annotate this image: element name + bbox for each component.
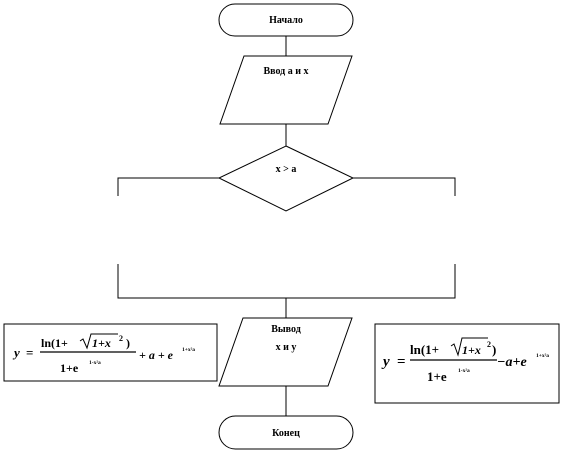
- start-terminator: Начало: [218, 3, 354, 37]
- condition-label: x > a: [276, 164, 297, 175]
- formula-right-under-root: 1+x: [462, 343, 481, 357]
- input-label: Ввод a и x: [263, 66, 308, 77]
- formula-right-close: ): [492, 342, 496, 357]
- formula-left-exp2: 2: [119, 334, 123, 343]
- output-label-line1: Вывод: [271, 324, 301, 335]
- formula-left-close: ): [126, 336, 130, 350]
- formula-left-y: y: [12, 345, 20, 360]
- formula-right-tail: −a+e: [497, 355, 527, 370]
- branch-left-top: [117, 177, 219, 196]
- formula-right-y: y: [381, 354, 390, 370]
- output-block: Вывод x и y: [218, 317, 353, 387]
- formula-right-exp2: 2: [487, 340, 491, 349]
- formula-right-tail-exp: 1+x²a: [536, 353, 549, 359]
- branch-right-top: [353, 177, 456, 196]
- formula-left-ln-open: ln(1+: [41, 336, 68, 350]
- output-shape: [218, 317, 353, 387]
- formula-left-eq: =: [26, 345, 33, 360]
- connector-lines: [117, 36, 456, 416]
- formula-left-den-exp: 1-x²a: [89, 360, 101, 366]
- formula-left-den-base: 1+e: [60, 361, 79, 375]
- formula-right-box: [374, 323, 560, 404]
- input-shape: [219, 55, 353, 125]
- end-shape: [218, 415, 354, 450]
- merge-line: [117, 264, 456, 299]
- output-label-line2: x и y: [276, 342, 297, 353]
- formula-left-sqrt-icon: [79, 333, 118, 350]
- start-label: Начало: [269, 15, 303, 26]
- formula-right: y = ln(1+ 1+x 2 ) 1+e 1-x²a −a+e 1+x²a: [374, 323, 560, 404]
- end-terminator: Конец: [218, 415, 354, 450]
- formula-right-eq: =: [397, 354, 406, 370]
- formula-left-under-root: 1+x: [92, 336, 111, 350]
- formula-right-den-exp: 1-x²a: [458, 368, 470, 374]
- end-label: Конец: [272, 428, 300, 439]
- formula-left-tail-exp: 1+x²a: [182, 347, 195, 353]
- formula-right-den-base: 1+e: [427, 369, 447, 384]
- formula-right-ln-open: ln(1+: [410, 342, 439, 357]
- condition-shape: [217, 145, 355, 212]
- input-block: Ввод a и x: [219, 55, 353, 125]
- formula-left: y = ln(1+ 1+x 2 ) 1+e 1-x²a + a + e 1+x²…: [3, 323, 218, 382]
- formula-left-tail: + a + e: [139, 348, 174, 362]
- formula-right-sqrt-icon: [450, 337, 488, 357]
- start-shape: [218, 3, 354, 37]
- condition-block: x > a: [217, 145, 355, 212]
